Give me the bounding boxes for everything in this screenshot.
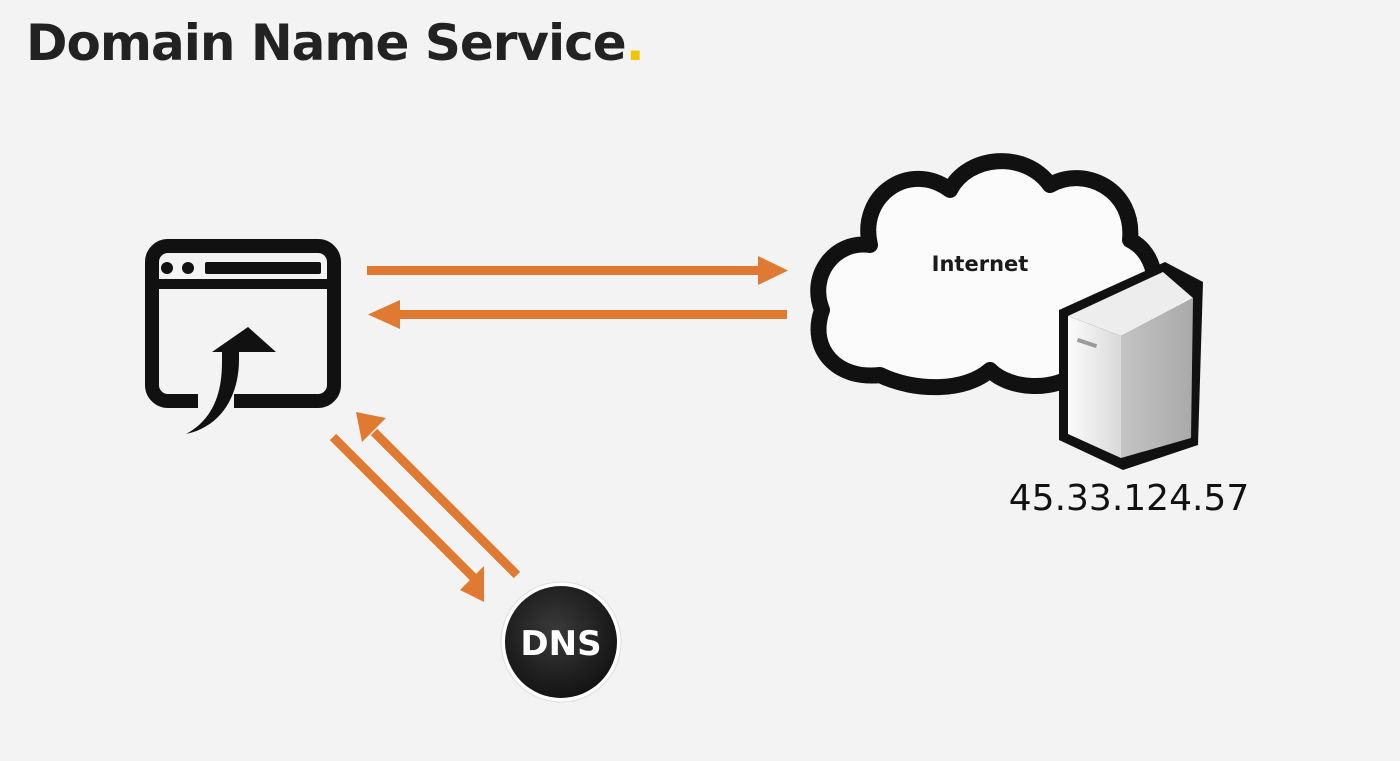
- arrow-dns-to-browser: [356, 412, 521, 579]
- server-icon: [1059, 262, 1203, 470]
- arrow-internet-to-browser: [368, 300, 787, 329]
- slide-title: Domain Name Service.: [26, 14, 645, 72]
- dns-label: DNS: [520, 624, 601, 664]
- cloud-label: Internet: [932, 252, 1029, 276]
- server-ip-address: 45.33.124.57: [1009, 478, 1249, 519]
- dns-circle-icon: DNS: [500, 581, 622, 703]
- arrow-browser-to-internet: [367, 256, 788, 285]
- browser-icon: [145, 239, 341, 434]
- arrow-browser-to-dns: [329, 433, 484, 602]
- slide-title-text: Domain Name Service: [26, 14, 627, 72]
- title-dot: .: [625, 14, 645, 72]
